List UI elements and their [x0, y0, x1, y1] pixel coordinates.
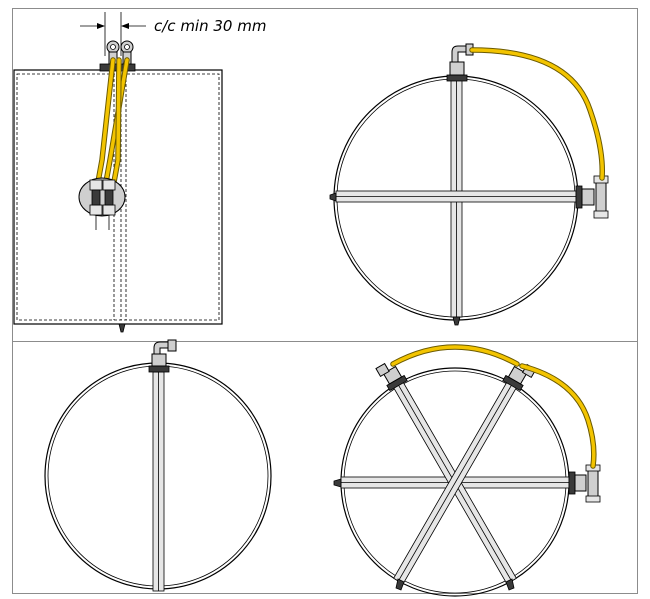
triple-view-hose-right — [520, 364, 596, 468]
side-valve-block — [78, 177, 126, 230]
cross-probe-view — [329, 43, 609, 326]
side-bottom-nub — [118, 323, 126, 333]
single-probe-view — [44, 339, 272, 592]
dimension-label: c/c min 30 mm — [154, 17, 266, 35]
side-view-hoses — [95, 57, 130, 185]
triple-probe-view — [333, 344, 601, 597]
dimension-callout: c/c min 30 mm — [80, 12, 266, 56]
side-view: c/c min 30 mm — [13, 12, 266, 333]
cross-view-hose — [470, 48, 604, 180]
triple-view-hose-top — [391, 345, 519, 366]
